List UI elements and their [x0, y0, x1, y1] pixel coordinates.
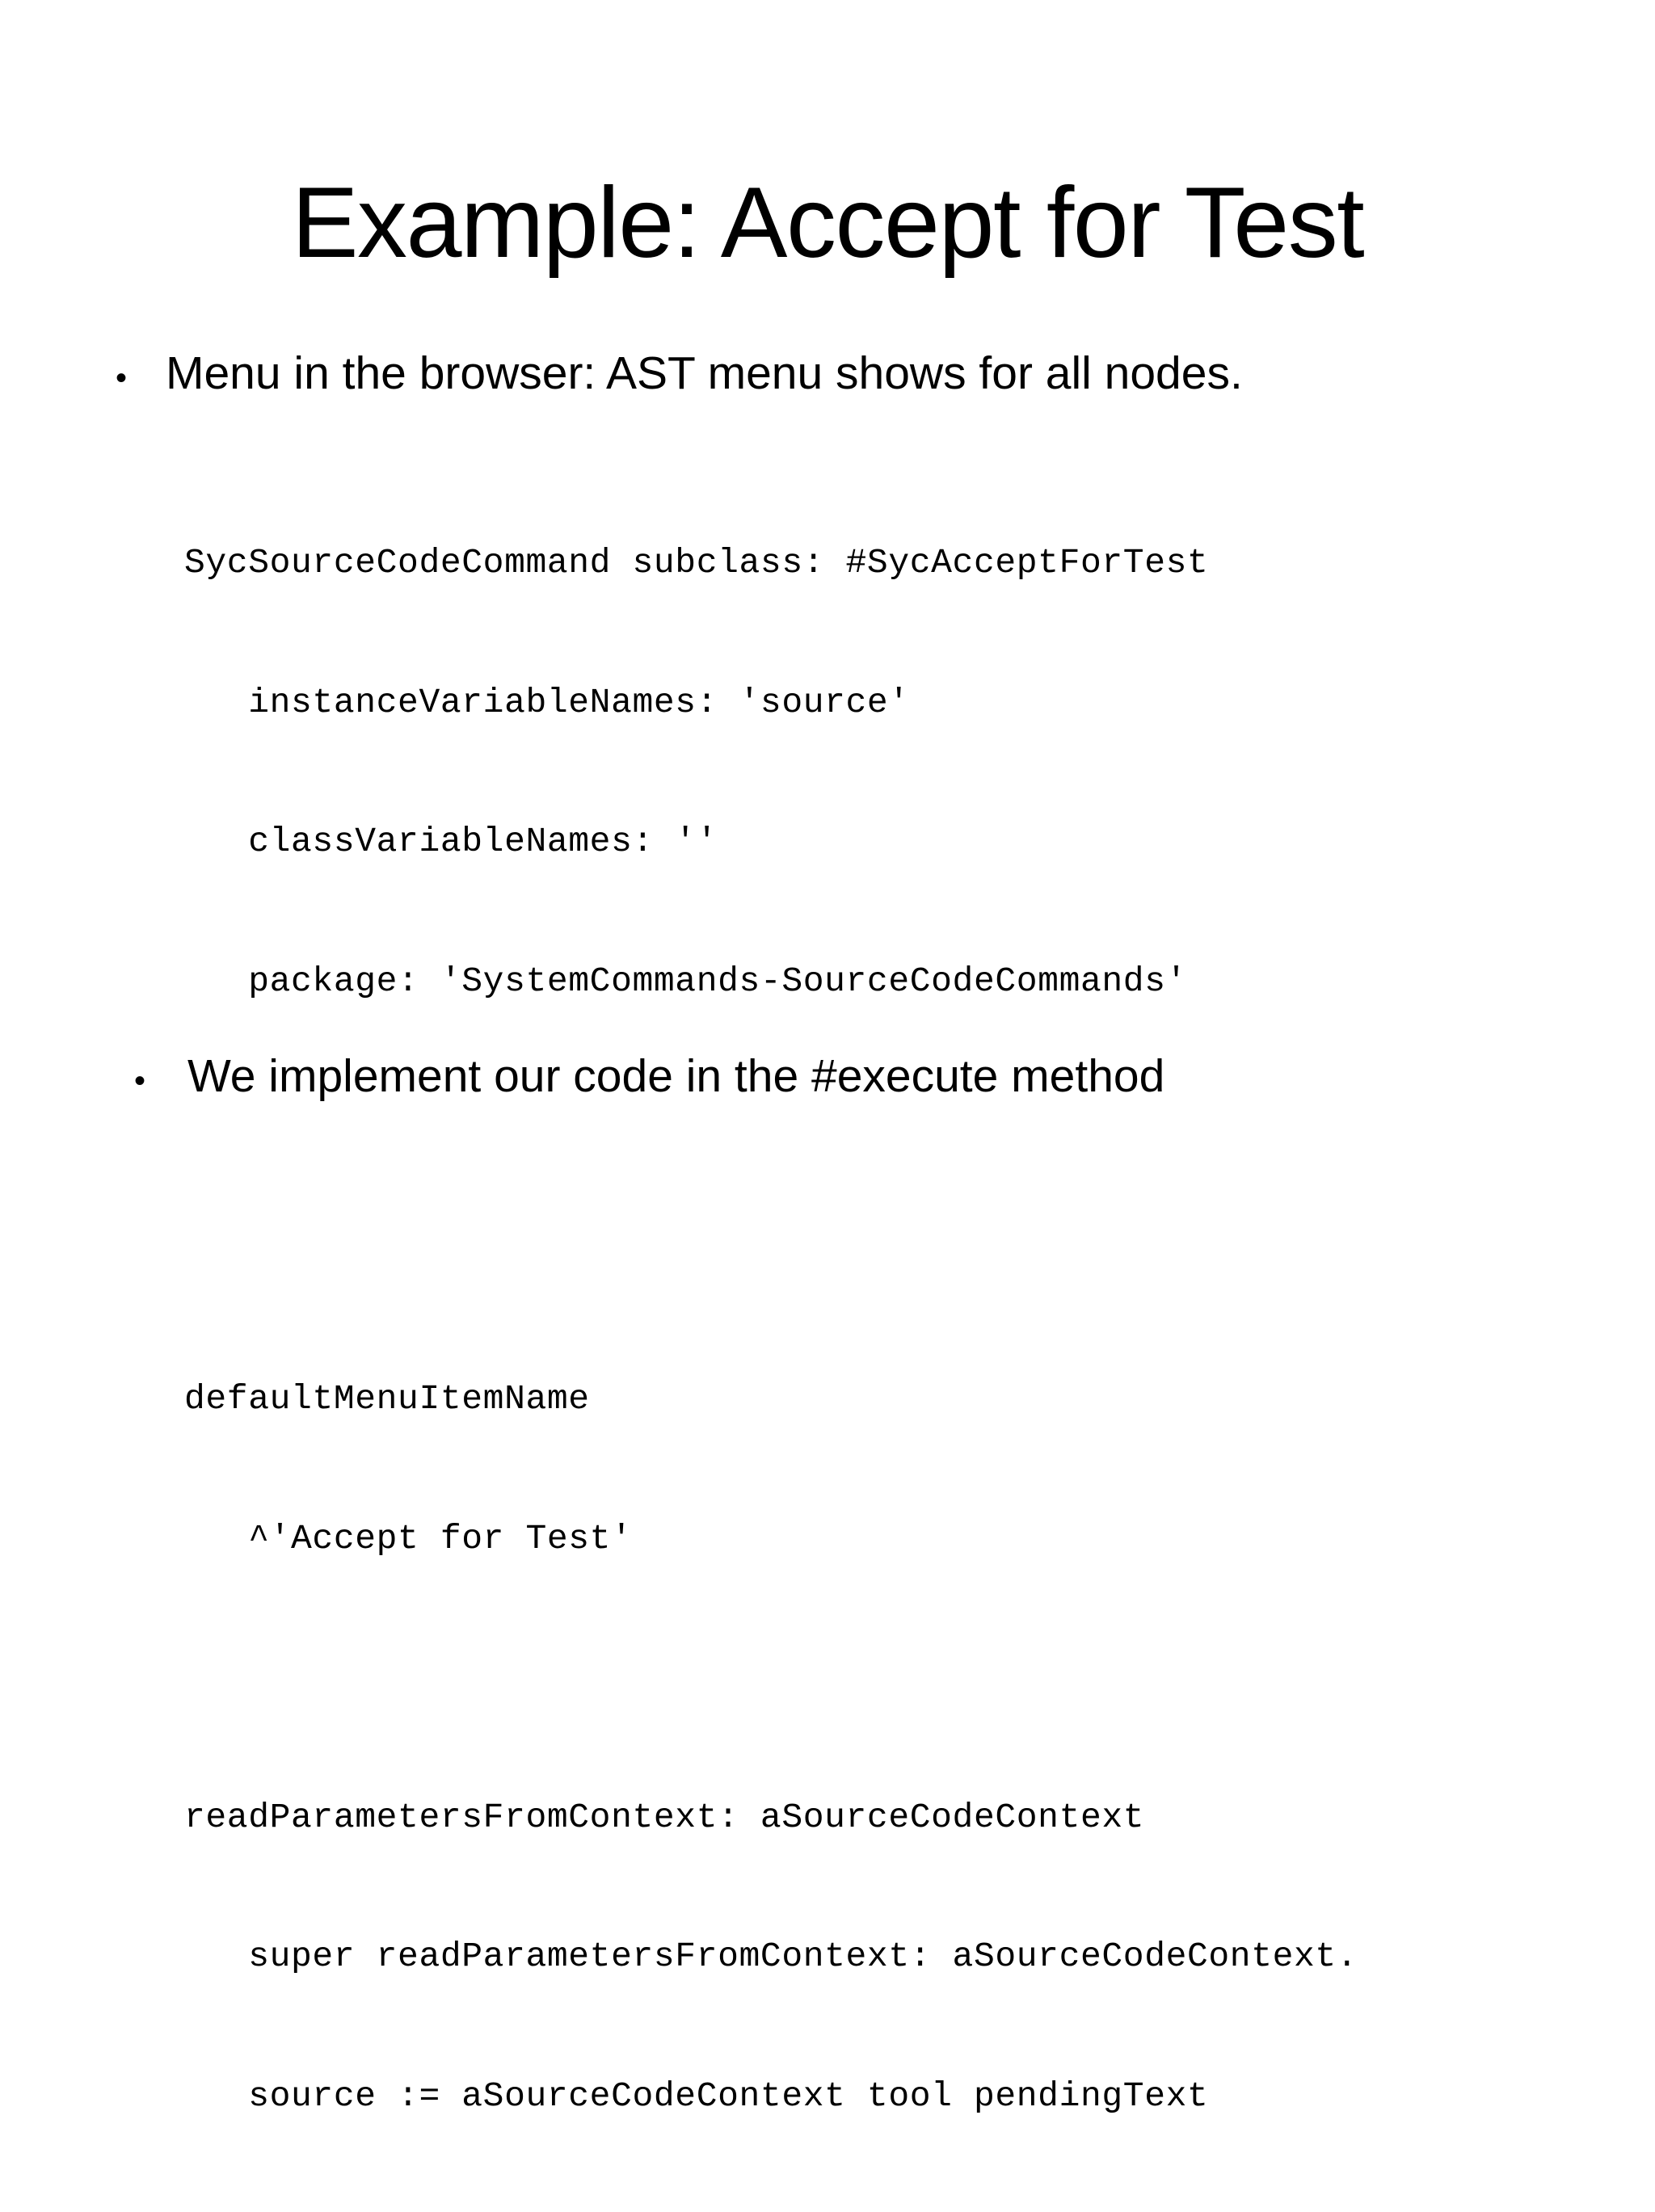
code-line: instanceVariableNames: 'source' — [184, 682, 910, 722]
code-line: defaultMenuItemName — [184, 1379, 590, 1419]
bullet-item-2-label: We implement our code in the #execute me… — [187, 1050, 1165, 1102]
code-line: package: 'SystemCommands-SourceCodeComma… — [184, 961, 1187, 1001]
code-line: SycSourceCodeCommand subclass: #SycAccep… — [184, 543, 1209, 582]
code-line-blank — [184, 1237, 1358, 1284]
bullet-point-icon: • — [134, 1063, 146, 1099]
page-title: Example: Accept for Test — [291, 167, 1365, 280]
bullet-item-1-label: Menu in the browser: AST menu shows for … — [166, 347, 1243, 399]
code-line: super readParametersFromContext: aSource… — [184, 1937, 1358, 1976]
slide: Example: Accept for Test • Menu in the b… — [116, 167, 1365, 2116]
code-line: classVariableNames: '' — [184, 822, 718, 861]
code-line: ^'Accept for Test' — [184, 1518, 633, 1558]
code-line: source := aSourceCodeContext tool pendin… — [184, 2075, 1209, 2116]
bullet-item-1: • Menu in the browser: AST menu shows fo… — [116, 347, 1243, 401]
code-block: SycSourceCodeCommand subclass: #SycAccep… — [184, 447, 1358, 2212]
code-line: readParametersFromContext: aSourceCodeCo… — [184, 1797, 1145, 1837]
bullet-item-2: • We implement our code in the #execute … — [134, 1050, 1164, 1104]
code-line-blank — [184, 1655, 1358, 1701]
code-line-blank — [184, 1097, 1358, 1144]
bullet-point-icon: • — [116, 360, 128, 396]
